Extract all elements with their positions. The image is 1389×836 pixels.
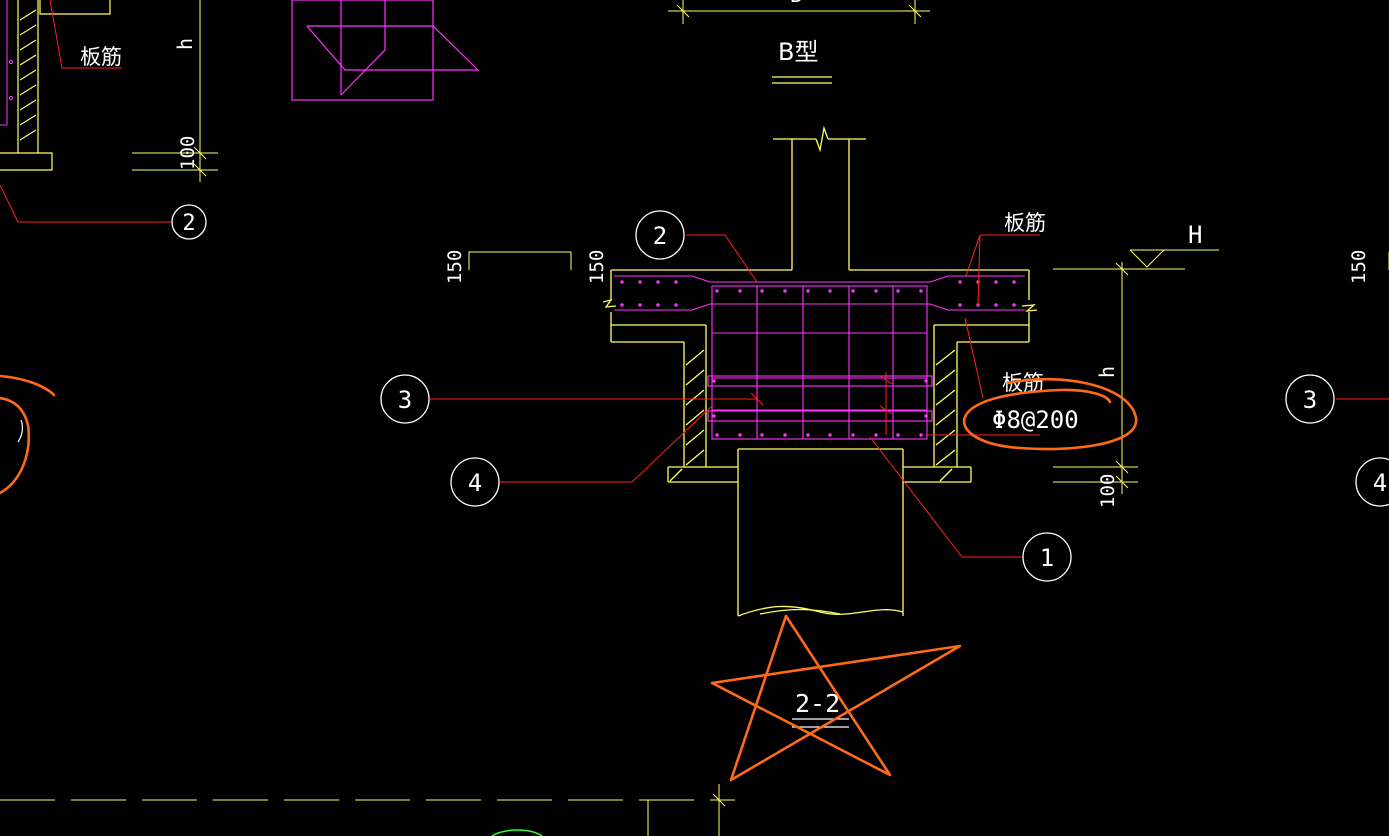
hand-annotations [0,374,1138,782]
left-leaders [0,0,172,223]
callout-4-right: 4 [1373,469,1387,497]
callout-1: 1 [1040,544,1054,572]
dimension-b [668,0,930,24]
callout-circles [380,210,1389,582]
callout-2-center: 2 [653,222,667,250]
slab-bar-label-top-left: 板筋 [80,45,122,69]
annotation-left-arc [0,374,56,397]
callout-3-left: 3 [398,386,412,414]
slab-bar-label-top-right: 板筋 [1004,211,1046,235]
green-arc [491,829,543,836]
dim-h-left: h [173,38,197,50]
dim-h-right: h [1095,366,1119,378]
slab-beam-outline [602,269,1038,617]
leader-lines [430,234,1389,558]
left-dimensions [132,0,218,182]
left-white-tick [17,419,24,443]
callout-3-right: 3 [1303,386,1317,414]
dim-150-right-edge: 150 [1348,250,1370,284]
type-title: B型 [778,38,818,66]
bottom-boundary [0,784,735,836]
dim-150-a: 150 [444,250,466,284]
drawing-text: B型 2-2 板筋 板筋 板筋 Φ8@200 H B h h 100 100 1… [80,0,1387,718]
elevation-mark: H [1188,221,1202,249]
annotation-left-arc-2 [0,396,31,495]
left-rebar [0,0,14,126]
callout-4-left: 4 [468,469,482,497]
callout-2-left-circle [171,204,207,240]
section-title: 2-2 [795,689,840,718]
annotation-star [710,614,962,782]
dim-top-b: B [790,0,802,7]
right-dimensions [1053,249,1219,494]
column [773,125,866,270]
annotation-ellipse [962,377,1138,451]
top-plan-detail [291,0,480,101]
rebar-spec-label: Φ8@200 [992,406,1079,434]
rebar-cage [614,275,1025,440]
dim-150-b: 150 [586,250,608,284]
left-partial-detail [0,0,218,240]
title-underlines [772,76,832,84]
dim-150-leaders [468,251,1389,270]
main-section [380,76,1389,728]
left-wall [0,0,111,171]
section-underlines [792,718,849,728]
dim-100-left: 100 [177,136,199,170]
dim-100-right: 100 [1097,474,1119,508]
callout-2-left: 2 [182,211,195,236]
